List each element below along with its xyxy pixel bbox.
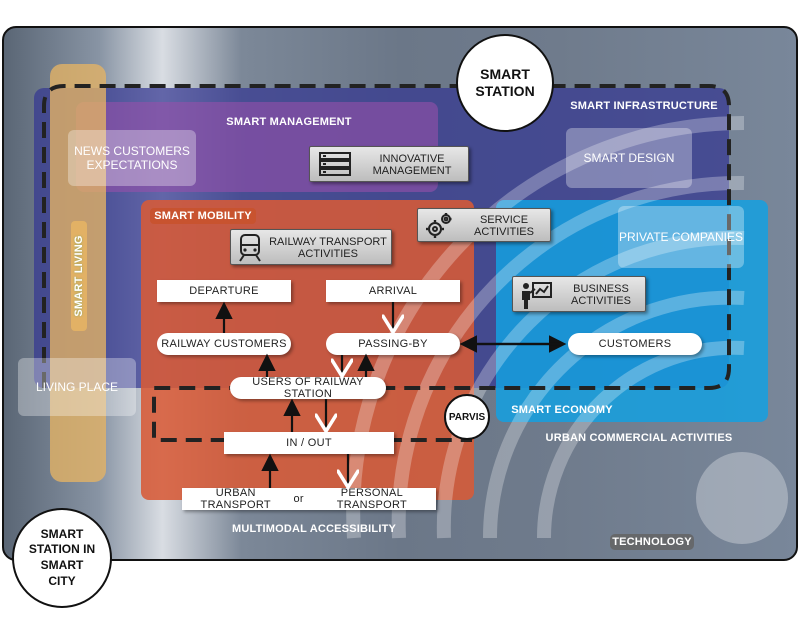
or-text: or bbox=[293, 493, 304, 505]
smart-station-circle: SMART STATION bbox=[456, 34, 554, 132]
smart-design-box: SMART DESIGN bbox=[566, 128, 692, 188]
train-icon bbox=[239, 234, 261, 262]
private-companies-box: PRIVATE COMPANIES bbox=[618, 206, 744, 268]
station-boundary bbox=[42, 84, 731, 442]
urban-commercial-label: URBAN COMMERCIAL ACTIVITIES bbox=[545, 432, 733, 444]
customers-box: CUSTOMERS bbox=[568, 333, 702, 355]
parvis-circle: PARVIS bbox=[444, 394, 490, 440]
technology-label: TECHNOLOGY bbox=[610, 534, 694, 550]
service-activities-box: SERVICE ACTIVITIES bbox=[417, 208, 551, 242]
server-list-icon bbox=[319, 152, 351, 176]
smart-economy-label: SMART ECONOMY bbox=[511, 404, 613, 416]
smart-station-in-smart-city-circle: SMART STATION IN SMART CITY bbox=[12, 508, 112, 608]
flow-arrows bbox=[215, 301, 567, 561]
living-place-box: LIVING PLACE bbox=[18, 358, 136, 416]
technology-signal-icon bbox=[346, 115, 788, 544]
news-customers-box: NEWS CUSTOMERS EXPECTATIONS bbox=[68, 130, 196, 186]
smart-management-label: SMART MANAGEMENT bbox=[226, 116, 352, 128]
gears-icon bbox=[426, 213, 452, 238]
innovative-management-label: INNOVATIVE MANAGEMENT bbox=[372, 153, 452, 177]
railway-transport-label: RAILWAY TRANSPORT ACTIVITIES bbox=[269, 236, 387, 260]
arrival-box: ARRIVAL bbox=[326, 280, 460, 302]
presentation-icon bbox=[522, 282, 552, 309]
smart-mobility-label: SMART MOBILITY bbox=[150, 208, 256, 224]
urban-transport-box: URBAN TRANSPORT or PERSONAL TRANSPORT bbox=[182, 487, 436, 511]
railway-transport-box: RAILWAY TRANSPORT ACTIVITIES bbox=[230, 229, 392, 265]
smart-infrastructure-label: SMART INFRASTRUCTURE bbox=[570, 100, 718, 112]
passing-by-box: PASSING-BY bbox=[326, 333, 460, 355]
service-activities-label: SERVICE ACTIVITIES bbox=[474, 214, 534, 238]
railway-customers-box: RAILWAY CUSTOMERS bbox=[157, 333, 291, 355]
in-out-box: IN / OUT bbox=[224, 432, 394, 454]
urban-transport-text: URBAN TRANSPORT bbox=[200, 487, 271, 511]
departure-box: DEPARTURE bbox=[157, 280, 291, 302]
business-activities-box: BUSINESS ACTIVITIES bbox=[512, 276, 646, 312]
innovative-management-box: INNOVATIVE MANAGEMENT bbox=[309, 146, 469, 182]
diagram-frame: SMART INFRASTRUCTURE SMART MANAGEMENT SM… bbox=[2, 26, 798, 561]
business-activities-label: BUSINESS ACTIVITIES bbox=[571, 283, 631, 307]
users-of-railway-station-box: USERS OF RAILWAY STATION bbox=[230, 376, 386, 400]
multimodal-accessibility-label: MULTIMODAL ACCESSIBILITY bbox=[231, 523, 397, 535]
